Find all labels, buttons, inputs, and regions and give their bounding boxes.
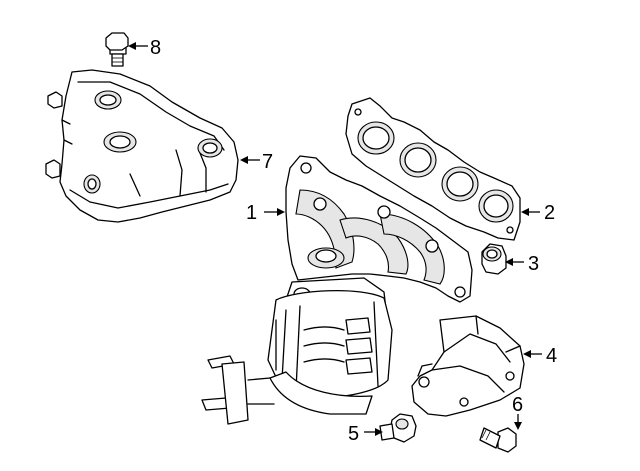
callout-5: 5 bbox=[348, 423, 359, 445]
callout-7: 7 bbox=[262, 151, 273, 173]
part-7-heat-shield bbox=[45, 69, 239, 223]
part-3-nut bbox=[481, 243, 507, 275]
part-5-bolt bbox=[379, 413, 417, 443]
part-2-gasket bbox=[345, 97, 521, 241]
part-1-exhaust-manifold bbox=[201, 155, 473, 425]
callout-arrows bbox=[128, 42, 542, 436]
part-8-bolt bbox=[105, 32, 129, 67]
part-6-bolt bbox=[479, 427, 517, 453]
callout-1: 1 bbox=[246, 202, 257, 224]
callout-8: 8 bbox=[150, 37, 161, 59]
callout-6: 6 bbox=[512, 394, 523, 416]
part-4-bracket bbox=[411, 315, 525, 417]
callout-2: 2 bbox=[544, 202, 555, 224]
callout-4: 4 bbox=[546, 345, 557, 367]
callout-3: 3 bbox=[528, 253, 539, 275]
